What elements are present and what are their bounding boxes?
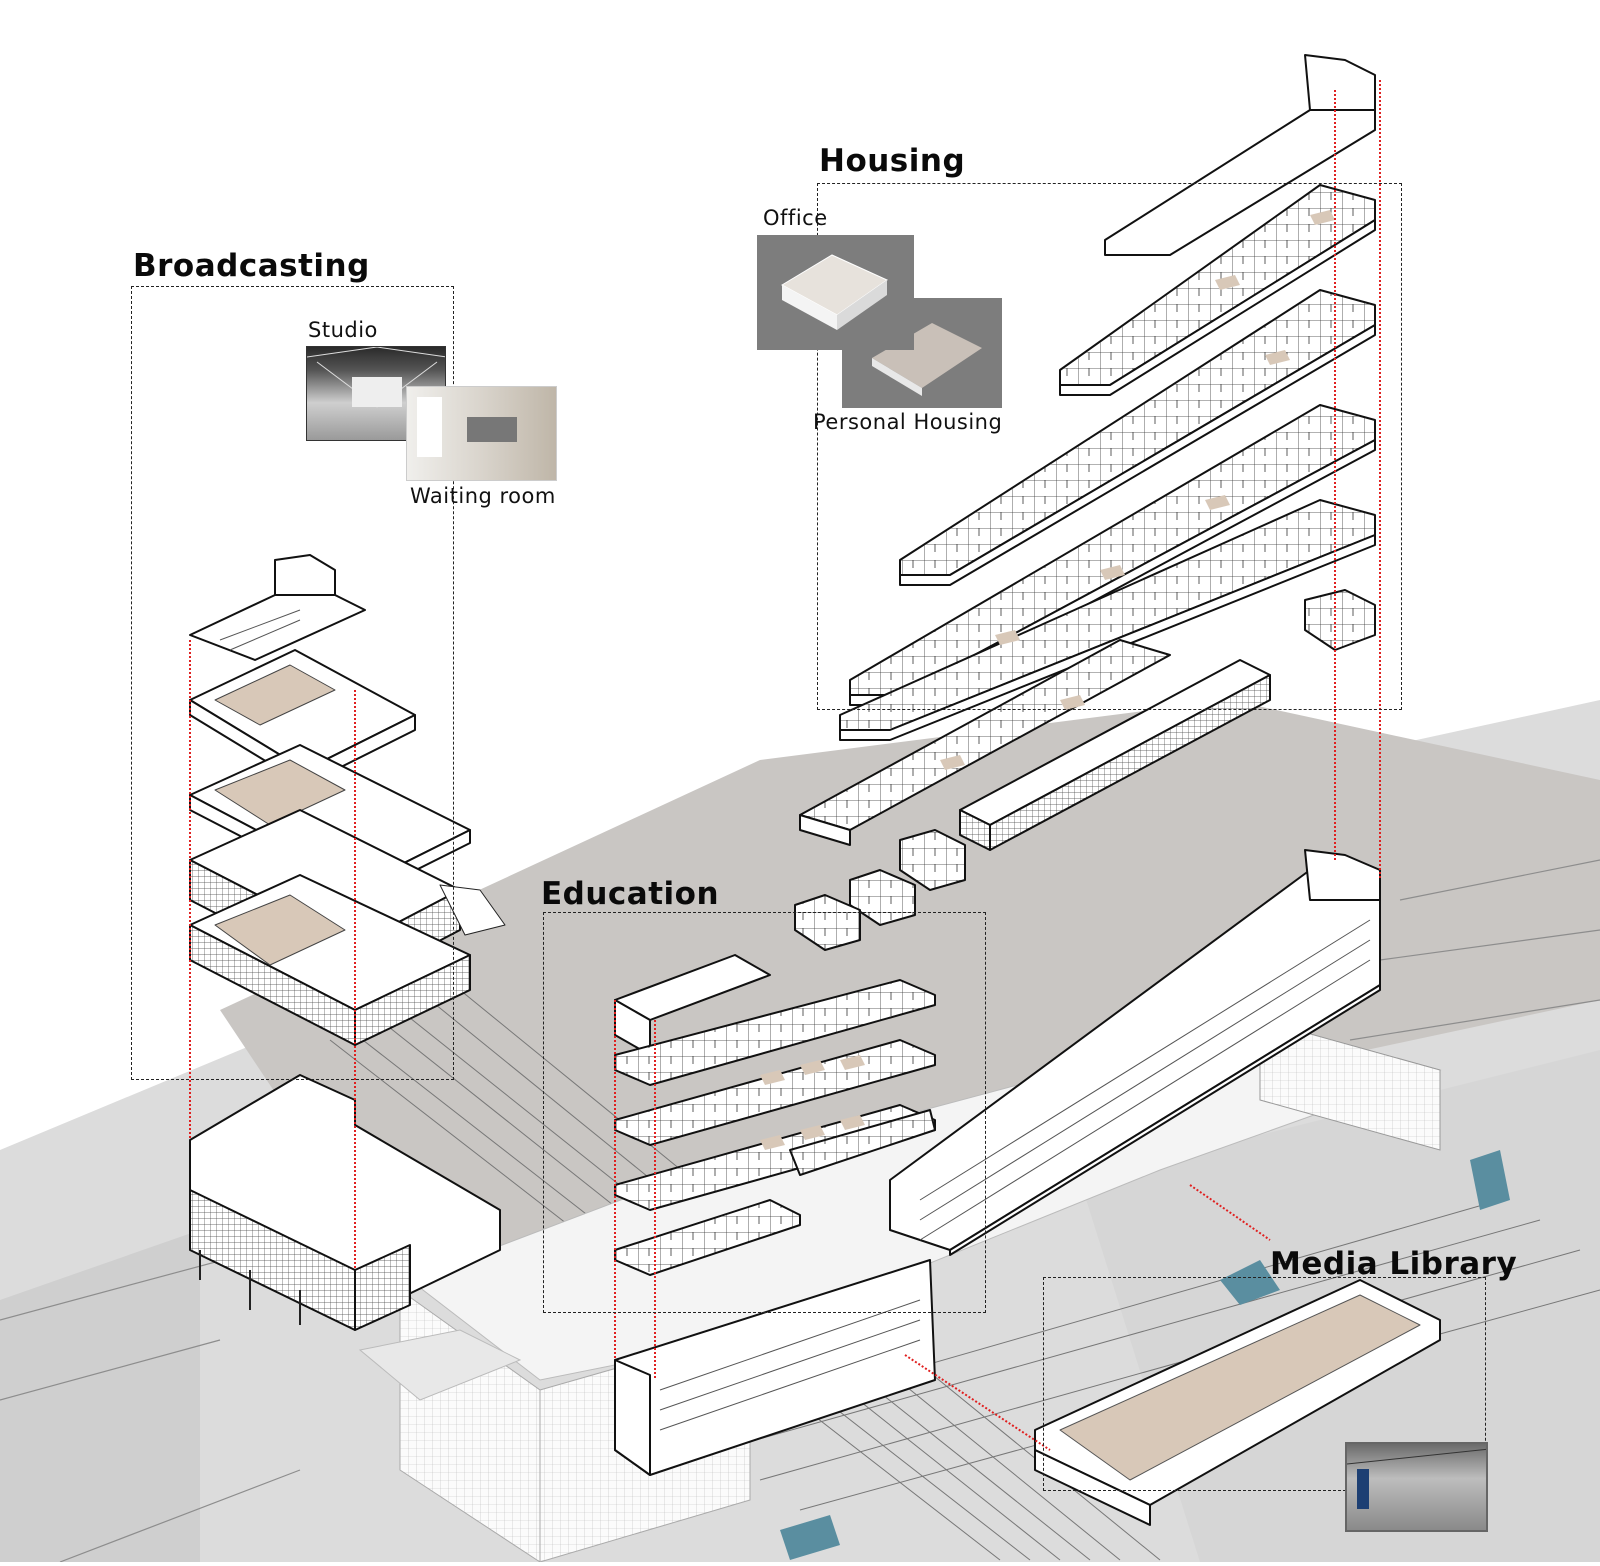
waiting-room-photo bbox=[406, 386, 557, 481]
media-library-photo-image bbox=[1347, 1448, 1486, 1509]
media-library-photo bbox=[1345, 1442, 1488, 1532]
studio-photo-image bbox=[307, 347, 445, 408]
housing-frame bbox=[817, 183, 1402, 710]
broadcasting-title: Broadcasting bbox=[133, 248, 370, 284]
housing-title: Housing bbox=[819, 143, 966, 179]
media-library-frame bbox=[1043, 1277, 1486, 1491]
education-title: Education bbox=[541, 876, 720, 912]
housing-stack bbox=[794, 54, 1376, 951]
broadcasting-stack bbox=[189, 554, 506, 1331]
waiting-room-label: Waiting room bbox=[410, 484, 556, 508]
office-photo-image bbox=[780, 254, 889, 330]
personal-housing-photo bbox=[842, 298, 1002, 408]
broadcasting-frame bbox=[131, 286, 454, 1080]
media-library-title: Media Library bbox=[1270, 1246, 1518, 1282]
water bbox=[780, 1150, 1510, 1560]
red-connectors bbox=[189, 80, 1381, 1451]
education-frame bbox=[543, 912, 986, 1313]
media-library bbox=[1034, 1279, 1441, 1526]
waiting-room-photo-image bbox=[417, 397, 517, 457]
personal-housing-photo-image bbox=[872, 323, 982, 396]
personal-housing-label: Personal Housing bbox=[813, 410, 1003, 434]
housing-main-building bbox=[889, 849, 1381, 1256]
office-label: Office bbox=[763, 206, 828, 230]
education-stack bbox=[614, 954, 936, 1476]
studio-label: Studio bbox=[308, 318, 378, 342]
office-photo bbox=[757, 235, 914, 350]
